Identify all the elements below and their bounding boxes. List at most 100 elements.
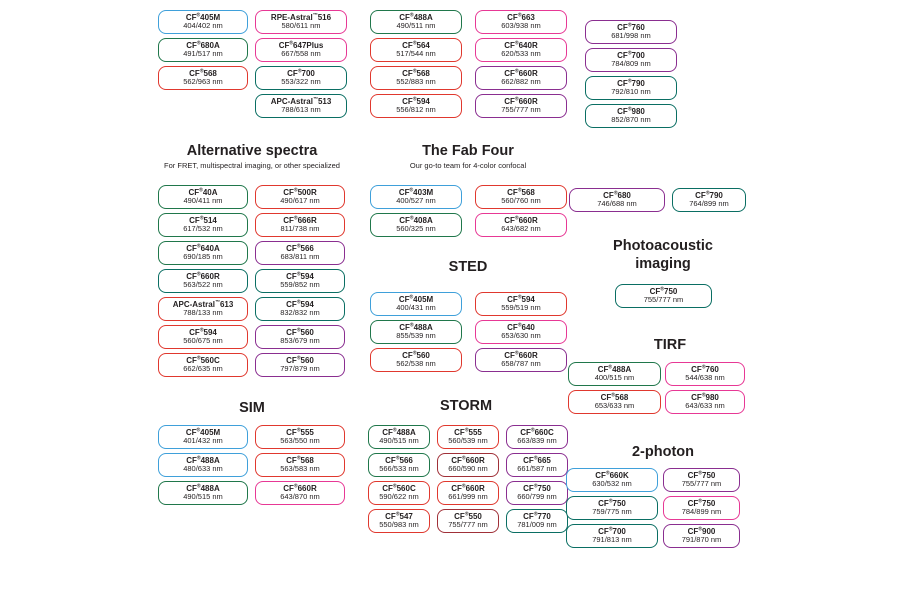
dye-ex-em-wavelengths: 791/813 nm [592,535,632,545]
dye-name: CF®666R [283,215,317,225]
trademark-symbol: ® [296,427,301,434]
dye-ex-em-wavelengths: 560/675 nm [183,336,223,346]
section-title-sim: SIM [239,400,265,416]
dye-ex-em-wavelengths: 755/777 nm [681,479,722,489]
dye-ex-em-wavelengths: 553/322 nm [281,77,321,87]
dye-name: CF®750 [523,483,551,493]
dye-ex-em-wavelengths: 544/638 nm [685,373,725,383]
dye-name: CF®700 [598,526,626,536]
trademark-symbol: ® [196,12,201,19]
trademark-symbol: ® [196,243,201,250]
dye-ex-em-wavelengths: 550/983 nm [379,520,419,530]
dye-ex-em-wavelengths: 660/799 nm [517,492,557,502]
dye-ex-em-wavelengths: 755/777 nm [501,105,541,115]
trademark-symbol: ® [608,364,613,371]
dye-ex-em-wavelengths: 661/587 nm [517,464,557,474]
dye-ex-em-wavelengths: 559/519 nm [501,303,541,313]
dye-name: CF®660R [186,271,220,281]
trademark-symbol: ® [293,187,298,194]
dye-name: CF®488A [382,427,416,437]
dye-name: CF®568 [286,455,314,465]
dye-ex-em-wavelengths: 653/633 nm [594,401,635,411]
trademark-symbol: ® [289,40,294,47]
dye-ex-em-wavelengths: 791/870 nm [681,535,722,545]
dye-name: CF®680A [186,40,220,50]
dye-ex-em-wavelengths: 788/133 nm [183,308,223,318]
dye-name: CF®405M [185,427,221,437]
trademark-symbol: ™ [312,12,318,19]
dye-ex-em-wavelengths: 490/617 nm [280,196,320,206]
dye-name: CF®750 [687,470,716,480]
trademark-symbol: ® [517,187,522,194]
section-subtitle-fab-four: Our go-to team for 4-color confocal [409,161,527,170]
dye-ex-em-wavelengths: 559/852 nm [280,280,320,290]
dye-name: CF®405M [398,294,434,304]
trademark-symbol: ® [296,455,301,462]
dye-name: CF®660K [595,470,629,480]
dye-ex-em-wavelengths: 590/622 nm [379,492,419,502]
dye-name: CF®555 [454,427,482,437]
dye-ex-em-wavelengths: 491/517 nm [183,49,223,59]
section-subtitle-alternative-spectra: For FRET, multispectral imaging, or othe… [164,161,340,170]
dye-name: CF®514 [189,215,217,225]
trademark-symbol: ® [698,498,702,505]
dye-name: CF®594 [402,96,430,106]
dye-name: CF®488A [186,455,220,465]
dye-name: CF®560 [286,327,314,337]
dye-ex-em-wavelengths: 490/515 nm [183,492,223,502]
dye-ex-em-wavelengths: 617/532 nm [183,224,223,234]
dye-name: CF®640 [507,322,535,332]
dye-name: CF®500R [283,187,317,197]
dye-ex-em-wavelengths: 400/515 nm [594,373,635,383]
dye-name: CF®980 [617,106,645,116]
dye-name: CF®566 [385,455,413,465]
dye-name: CF®900 [687,526,716,536]
trademark-symbol: ® [296,355,301,362]
trademark-symbol: ® [461,483,466,490]
dye-name: CF®790 [695,190,723,200]
dye-ex-em-wavelengths: 788/613 nm [281,105,321,115]
trademark-symbol: ® [196,40,201,47]
trademark-symbol: ® [412,40,417,47]
dye-name: CF®750 [687,498,716,508]
dye-ex-em-wavelengths: 764/899 nm [689,199,729,209]
trademark-symbol: ® [517,12,522,19]
dye-name: CF®760 [617,22,645,32]
trademark-symbol: ® [409,187,414,194]
dye-ex-em-wavelengths: 855/539 nm [396,331,436,341]
dye-ex-em-wavelengths: 566/533 nm [379,464,419,474]
